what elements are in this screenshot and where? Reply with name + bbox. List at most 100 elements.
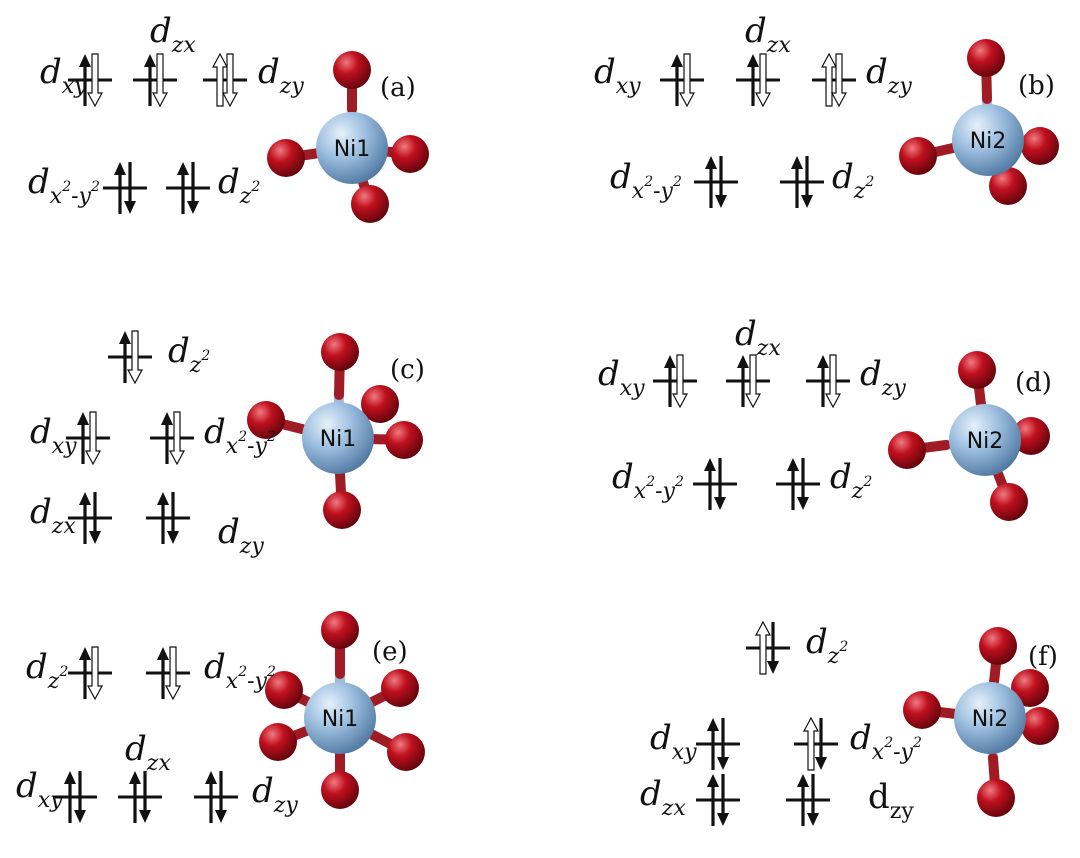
oxygen-atom — [1012, 417, 1050, 455]
orbital-label: dz2 — [806, 622, 848, 669]
panel-b — [660, 52, 856, 208]
oxygen-atom — [888, 431, 926, 469]
spin-up-arrow — [787, 458, 799, 510]
oxygen-atom — [989, 167, 1027, 205]
orbital-label: dzy — [218, 512, 264, 559]
orbital-label: dxy — [40, 52, 87, 99]
spin-up-arrow — [161, 412, 173, 464]
oxygen-atom — [977, 779, 1015, 817]
orbital-label: dx2-y2 — [610, 157, 682, 204]
spin-up-arrow — [157, 647, 169, 699]
spin-down-arrow — [714, 458, 726, 510]
oxygen-atom — [1021, 707, 1059, 745]
panel-a — [68, 52, 247, 214]
orbital-label: dzx — [735, 314, 781, 361]
orbital-label: dzy — [860, 354, 906, 401]
oxygen-atom — [903, 691, 941, 729]
spin-down-arrow — [671, 354, 689, 409]
orbital-level-z2 — [776, 458, 820, 510]
atom-label: Ni1 — [320, 427, 357, 452]
molecule-a: Ni1 — [267, 51, 429, 223]
oxygen-atom — [1011, 669, 1049, 707]
orbital-level-z2 — [780, 156, 824, 208]
spin-up-arrow — [211, 52, 229, 107]
spin-up-arrow — [671, 54, 683, 106]
spin-up-arrow — [705, 156, 717, 208]
orbital-label: dzy — [866, 52, 912, 99]
orbital-label: dx2-y2 — [850, 718, 922, 765]
spin-up-arrow — [129, 771, 141, 823]
spin-up-arrow — [114, 162, 126, 214]
orbital-level-x2y2 — [693, 458, 737, 510]
orbital-label: dz2 — [218, 162, 260, 209]
spin-down-arrow — [215, 771, 227, 823]
oxygen-atom — [381, 669, 419, 707]
spin-down-arrow — [815, 718, 827, 770]
atom-label: Ni2 — [970, 129, 1007, 154]
nickel-atom — [952, 104, 1024, 176]
oxygen-atom — [979, 627, 1017, 665]
spin-down-arrow — [84, 411, 102, 466]
spin-up-arrow — [79, 647, 91, 699]
orbital-level-zx — [726, 354, 770, 409]
orbital-label: dzy — [258, 52, 304, 99]
spin-up-arrow — [737, 355, 749, 407]
oxygen-atom — [387, 733, 425, 771]
panel-label: (a) — [380, 73, 416, 103]
orbital-level-zx — [696, 774, 740, 826]
spin-down-arrow — [830, 53, 848, 108]
orbital-level-x2y2 — [103, 162, 147, 214]
orbital-label: dzx — [640, 774, 686, 821]
orbital-label: dz2 — [26, 647, 68, 694]
oxygen-atom — [990, 483, 1028, 521]
spin-down-arrow — [754, 53, 772, 108]
labels: dxy dzx dzy dx2-y2 dz2 (a) dxy dzx dzy dx2-y2 dz2 (… — [16, 11, 1058, 824]
molecule-f: Ni2 — [903, 627, 1059, 817]
nickel-atom — [304, 682, 376, 754]
orbital-label: dx2-y2 — [204, 412, 276, 459]
spin-up-arrow — [791, 156, 803, 208]
spin-up-arrow — [77, 412, 89, 464]
spin-up-arrow — [157, 492, 169, 544]
spin-up-arrow — [797, 774, 809, 826]
orbital-label: dxy — [650, 718, 697, 765]
orbital-label: dxy — [598, 354, 645, 401]
molecule-c: Ni1 — [247, 333, 423, 529]
spin-down-arrow — [151, 53, 169, 108]
orbital-level-zy — [806, 354, 850, 409]
orbital-level-xy — [660, 53, 704, 108]
orbital-level-zx — [133, 53, 177, 108]
orbital-level-zy — [146, 492, 190, 544]
spin-up-arrow — [79, 492, 91, 544]
spin-down-arrow — [801, 156, 813, 208]
spin-up-arrow — [119, 331, 131, 383]
oxygen-atom — [267, 139, 305, 177]
orbital-level-z2 — [746, 620, 790, 675]
orbital-level-z2 — [166, 162, 210, 214]
spin-up-arrow — [820, 52, 838, 107]
molecule-d: Ni2 — [888, 351, 1050, 521]
orbital-label: dz2 — [830, 457, 872, 504]
oxygen-atom — [259, 723, 297, 761]
spin-up-arrow — [704, 458, 716, 510]
orbital-level-zy — [194, 771, 238, 823]
orbital-label: dz2 — [168, 331, 210, 378]
spin-down-arrow — [89, 492, 101, 544]
spin-up-arrow — [177, 162, 189, 214]
oxygen-atom — [247, 401, 285, 439]
oxygen-atom — [967, 39, 1005, 77]
spin-up-arrow — [79, 54, 91, 106]
orbital-level-zy — [786, 774, 830, 826]
orbital-level-x2y2 — [794, 716, 838, 771]
spin-up-arrow — [754, 620, 772, 675]
orbital-level-x2y2 — [150, 411, 194, 466]
oxygen-atom — [958, 351, 996, 389]
orbital-label: dzx — [125, 729, 171, 776]
oxygen-atom — [899, 137, 937, 175]
orbital-label: dx2-y2 — [204, 647, 276, 694]
spin-up-arrow — [205, 771, 217, 823]
spin-up-arrow — [64, 771, 76, 823]
panel-label: (b) — [1018, 71, 1055, 101]
orbital-label: dx2-y2 — [612, 457, 684, 504]
